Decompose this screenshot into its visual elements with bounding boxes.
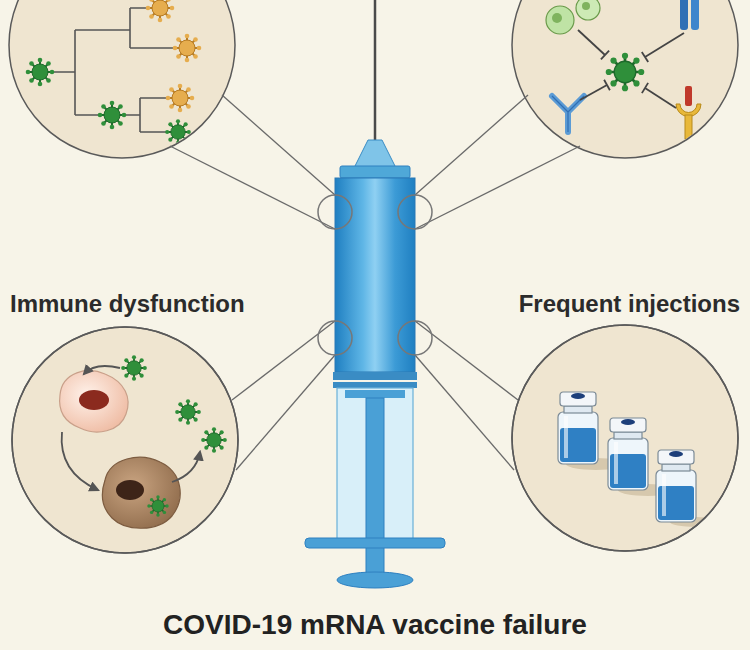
syringe [354,140,396,168]
zoom-spot [318,321,352,355]
syringe [337,572,413,588]
leader-line [236,355,335,470]
variant-tree [146,0,175,22]
infected-cells [79,390,109,410]
zoom-spot [318,195,352,229]
leader-line [415,146,580,229]
variant-tree [166,84,195,113]
immune-escape [576,0,600,20]
diagram-title: COVID-19 mRNA vaccine failure [0,608,750,642]
leader-line [170,146,335,229]
zoom-spot [318,195,432,355]
immune-escape [578,30,605,55]
immune-escape [578,30,684,108]
variant-tree [98,101,127,130]
immune-escape [645,33,684,57]
zoom-circle-fill [9,0,235,158]
immune-escape [606,53,645,92]
variant-tree [26,0,202,145]
circle-outline [6,290,290,560]
infected-cells [172,452,200,482]
circle-outline [12,327,238,553]
infected-cells [201,427,227,453]
syringe [305,0,445,588]
syringe [345,390,405,398]
infected-cells [121,355,147,381]
zoom-spot [398,321,432,355]
immune-escape [691,0,699,30]
zoom-circle-fill [12,327,238,553]
immune-escape [546,6,574,34]
immune-escape [642,83,648,93]
infected-cells [147,495,168,516]
immune-escape [580,85,607,100]
immune-escape [601,51,609,60]
immune-escape [582,2,590,10]
infected-cells [60,355,227,528]
immune-escape [552,13,562,23]
zoom-circle [9,0,235,158]
immune-escape [552,96,584,132]
vaccine-vials [558,392,722,527]
zoom-circle-fill [512,0,738,158]
immune-escape [642,52,648,62]
infected-cells [62,432,98,490]
immune-escape [685,86,692,106]
vaccine-vials [558,392,598,464]
zoom-circle-node: Frequent injections [486,290,744,560]
variant-tree [165,119,191,145]
immune-escape [546,0,701,139]
variant-tree [173,34,202,63]
infected-cells [102,457,180,528]
zoom-circle-node: Immune dysfunction [6,290,290,560]
variant-tree [52,8,175,132]
syringe [374,0,377,142]
zoom-spot [398,195,432,229]
syringe [340,166,410,178]
syringe [305,538,445,548]
syringe [333,382,417,388]
circle-outline [512,325,738,551]
zoom-circle [512,0,738,158]
immune-escape [552,96,584,132]
immune-escape [604,80,610,90]
leader-line [415,355,514,470]
zoom-circle-fill [512,325,738,551]
zoom-circle [12,327,238,553]
infected-cells [175,399,201,425]
zoom-circle [512,325,738,551]
syringe [333,372,417,380]
immune-escape [680,0,688,30]
vaccine-vials [608,418,648,490]
infected-cells [84,366,120,374]
circle-outline [486,290,744,560]
infected-cells [116,480,144,500]
syringe [335,178,415,372]
circle-heading: Frequent injections [486,290,744,318]
infected-cells [60,371,128,432]
immune-escape [645,88,676,108]
variant-tree [26,58,55,87]
circle-heading: Immune dysfunction [6,290,290,318]
vaccine-vials [656,450,696,522]
syringe [366,398,384,576]
immune-escape [685,115,692,139]
